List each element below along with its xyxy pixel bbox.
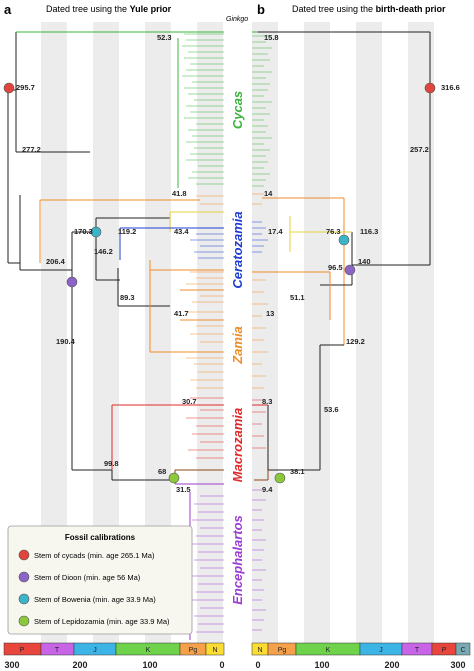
- period-label: C: [460, 647, 465, 654]
- time-bands: [41, 22, 434, 644]
- calibration-dioon-b: [344, 264, 356, 276]
- age-b: 9.4: [262, 485, 273, 494]
- clade-labels: Cycas Ceratozamia Zamia Macrozamia Encep…: [230, 91, 245, 605]
- age-a: 190.4: [56, 337, 76, 346]
- age-a: 206.4: [46, 257, 66, 266]
- age-b: 76.3: [326, 227, 341, 236]
- tree-b: [252, 31, 431, 481]
- clade-label-ceratozamia: Ceratozamia: [230, 211, 245, 288]
- tick-label: 0: [255, 660, 260, 670]
- age-a: 295.7: [16, 83, 35, 92]
- age-a: 43.4: [174, 227, 189, 236]
- age-a: 89.3: [120, 293, 135, 302]
- legend-marker-lepidozamia: [18, 615, 30, 627]
- legend-marker-cycads: [18, 549, 30, 561]
- calibration-cycads-a: [3, 82, 15, 94]
- calibration-markers: [3, 82, 436, 484]
- calibration-bowenia-a: [90, 226, 102, 238]
- clade-label-cycas: Cycas: [230, 91, 245, 129]
- clade-label-macrozamia: Macrozamia: [230, 408, 245, 482]
- age-b: 96.5: [328, 263, 343, 272]
- period-label: Pg: [189, 647, 198, 654]
- legend-marker-bowenia: [18, 593, 30, 605]
- period-label: T: [415, 647, 420, 654]
- age-b: 129.2: [346, 337, 365, 346]
- timescale-b: N Pg K J T P C 0 100 200 300: [251, 642, 471, 670]
- calibration-dioon-a: [66, 276, 78, 288]
- tick-label: 200: [384, 660, 399, 670]
- age-b: 116.3: [360, 227, 378, 236]
- age-a: 31.5: [176, 485, 191, 494]
- period-label: K: [146, 647, 151, 654]
- age-b: 15.8: [264, 33, 279, 42]
- period-label: J: [379, 647, 383, 654]
- age-b: 17.4: [268, 227, 283, 236]
- calibration-cycads-b: [424, 82, 436, 94]
- age-a: 99.8: [104, 459, 119, 468]
- age-a: 170.3: [74, 227, 93, 236]
- legend-item-lepidozamia: Stem of Lepidozamia (min. age 33.9 Ma): [34, 617, 170, 626]
- age-a: 41.7: [174, 309, 189, 318]
- age-b: 257.2: [410, 145, 429, 154]
- age-b: 14: [264, 189, 273, 198]
- tick-label: 0: [219, 660, 224, 670]
- age-a: 68: [158, 467, 166, 476]
- age-b: 316.6: [441, 83, 460, 92]
- tick-label: 300: [4, 660, 19, 670]
- calibration-lepidozamia-a: [168, 472, 180, 484]
- legend-marker-dioon: [18, 571, 30, 583]
- panel-b-title: Dated tree using the birth-death prior: [292, 4, 446, 14]
- age-a: 52.3: [157, 33, 172, 42]
- period-label: P: [442, 647, 447, 654]
- age-a: 30.7: [182, 397, 197, 406]
- legend-title: Fossil calibrations: [65, 533, 136, 542]
- age-a: 277.2: [22, 145, 41, 154]
- age-b: 13: [266, 309, 274, 318]
- legend-item-dioon: Stem of Dioon (min. age 56 Ma): [34, 573, 141, 582]
- age-b: 38.1: [290, 467, 305, 476]
- panel-a-letter: a: [4, 2, 12, 17]
- period-label: N: [257, 647, 262, 654]
- panel-b-letter: b: [257, 2, 265, 17]
- period-label: T: [55, 647, 60, 654]
- legend-item-cycads: Stem of cycads (min. age 265.1 Ma): [34, 551, 155, 560]
- calibration-bowenia-b: [338, 234, 350, 246]
- age-b: 51.1: [290, 293, 305, 302]
- leaf-fan-a: [182, 33, 224, 633]
- node-ages-b: 15.8 316.6 257.2 14 17.4 76.3 116.3 96.5…: [262, 33, 460, 494]
- leaf-fan-b: [252, 35, 272, 631]
- age-a: 41.8: [172, 189, 187, 198]
- legend: Fossil calibrations Stem of cycads (min.…: [7, 525, 193, 635]
- node-ages-a: 52.3 295.7 277.2 41.8 170.3 119.2 43.4 1…: [16, 33, 197, 494]
- panel-a-title: Dated tree using the Yule prior: [46, 4, 172, 14]
- outgroup-label: Ginkgo: [226, 16, 248, 23]
- age-a: 146.2: [94, 247, 113, 256]
- age-b: 8.3: [262, 397, 272, 406]
- period-label: Pg: [278, 647, 287, 654]
- clade-label-zamia: Zamia: [230, 326, 245, 365]
- tick-label: 200: [72, 660, 87, 670]
- tick-label: 300: [450, 660, 465, 670]
- legend-item-bowenia: Stem of Bowenia (min. age 33.9 Ma): [34, 595, 156, 604]
- timescale-a: P T J K Pg N 300 200 100 0: [3, 642, 225, 670]
- period-label: N: [212, 647, 217, 654]
- age-b: 140: [358, 257, 371, 266]
- period-label: J: [93, 647, 97, 654]
- clade-label-encephalartos: Encephalartos: [230, 515, 245, 605]
- period-label: K: [326, 647, 331, 654]
- age-b: 53.6: [324, 405, 339, 414]
- age-a: 119.2: [118, 227, 136, 236]
- tick-label: 100: [142, 660, 157, 670]
- calibration-lepidozamia-b: [274, 472, 286, 484]
- period-label: P: [20, 647, 25, 654]
- tick-label: 100: [314, 660, 329, 670]
